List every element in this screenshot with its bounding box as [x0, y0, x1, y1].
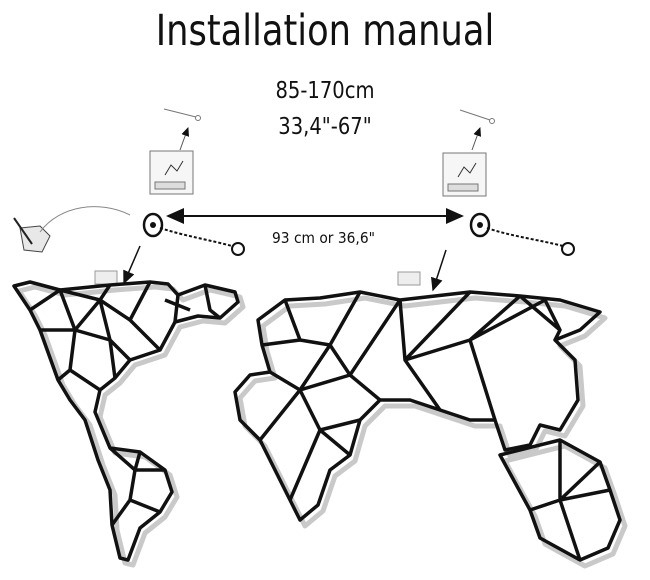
left-wall-anchor-icon [142, 212, 245, 256]
left-pointer-arrow [123, 245, 141, 285]
right-pointer-arrow [431, 249, 447, 292]
manual-title: Installation manual [155, 6, 495, 56]
left-screw-instruction [149, 108, 201, 195]
length-range-inches: 33,4"-67" [278, 114, 372, 140]
length-range-cm: 85-170cm [275, 78, 375, 104]
eurasia-africa-outline [233, 290, 628, 569]
distance-label: 93 cm or 36,6" [272, 229, 375, 247]
right-screw-instruction [442, 109, 495, 197]
right-wall-anchor-icon [469, 212, 575, 256]
spirit-level-icon [13, 206, 131, 253]
right-hook-icon [397, 271, 421, 286]
left-hook-icon [94, 270, 118, 285]
americas-outline [12, 280, 246, 568]
